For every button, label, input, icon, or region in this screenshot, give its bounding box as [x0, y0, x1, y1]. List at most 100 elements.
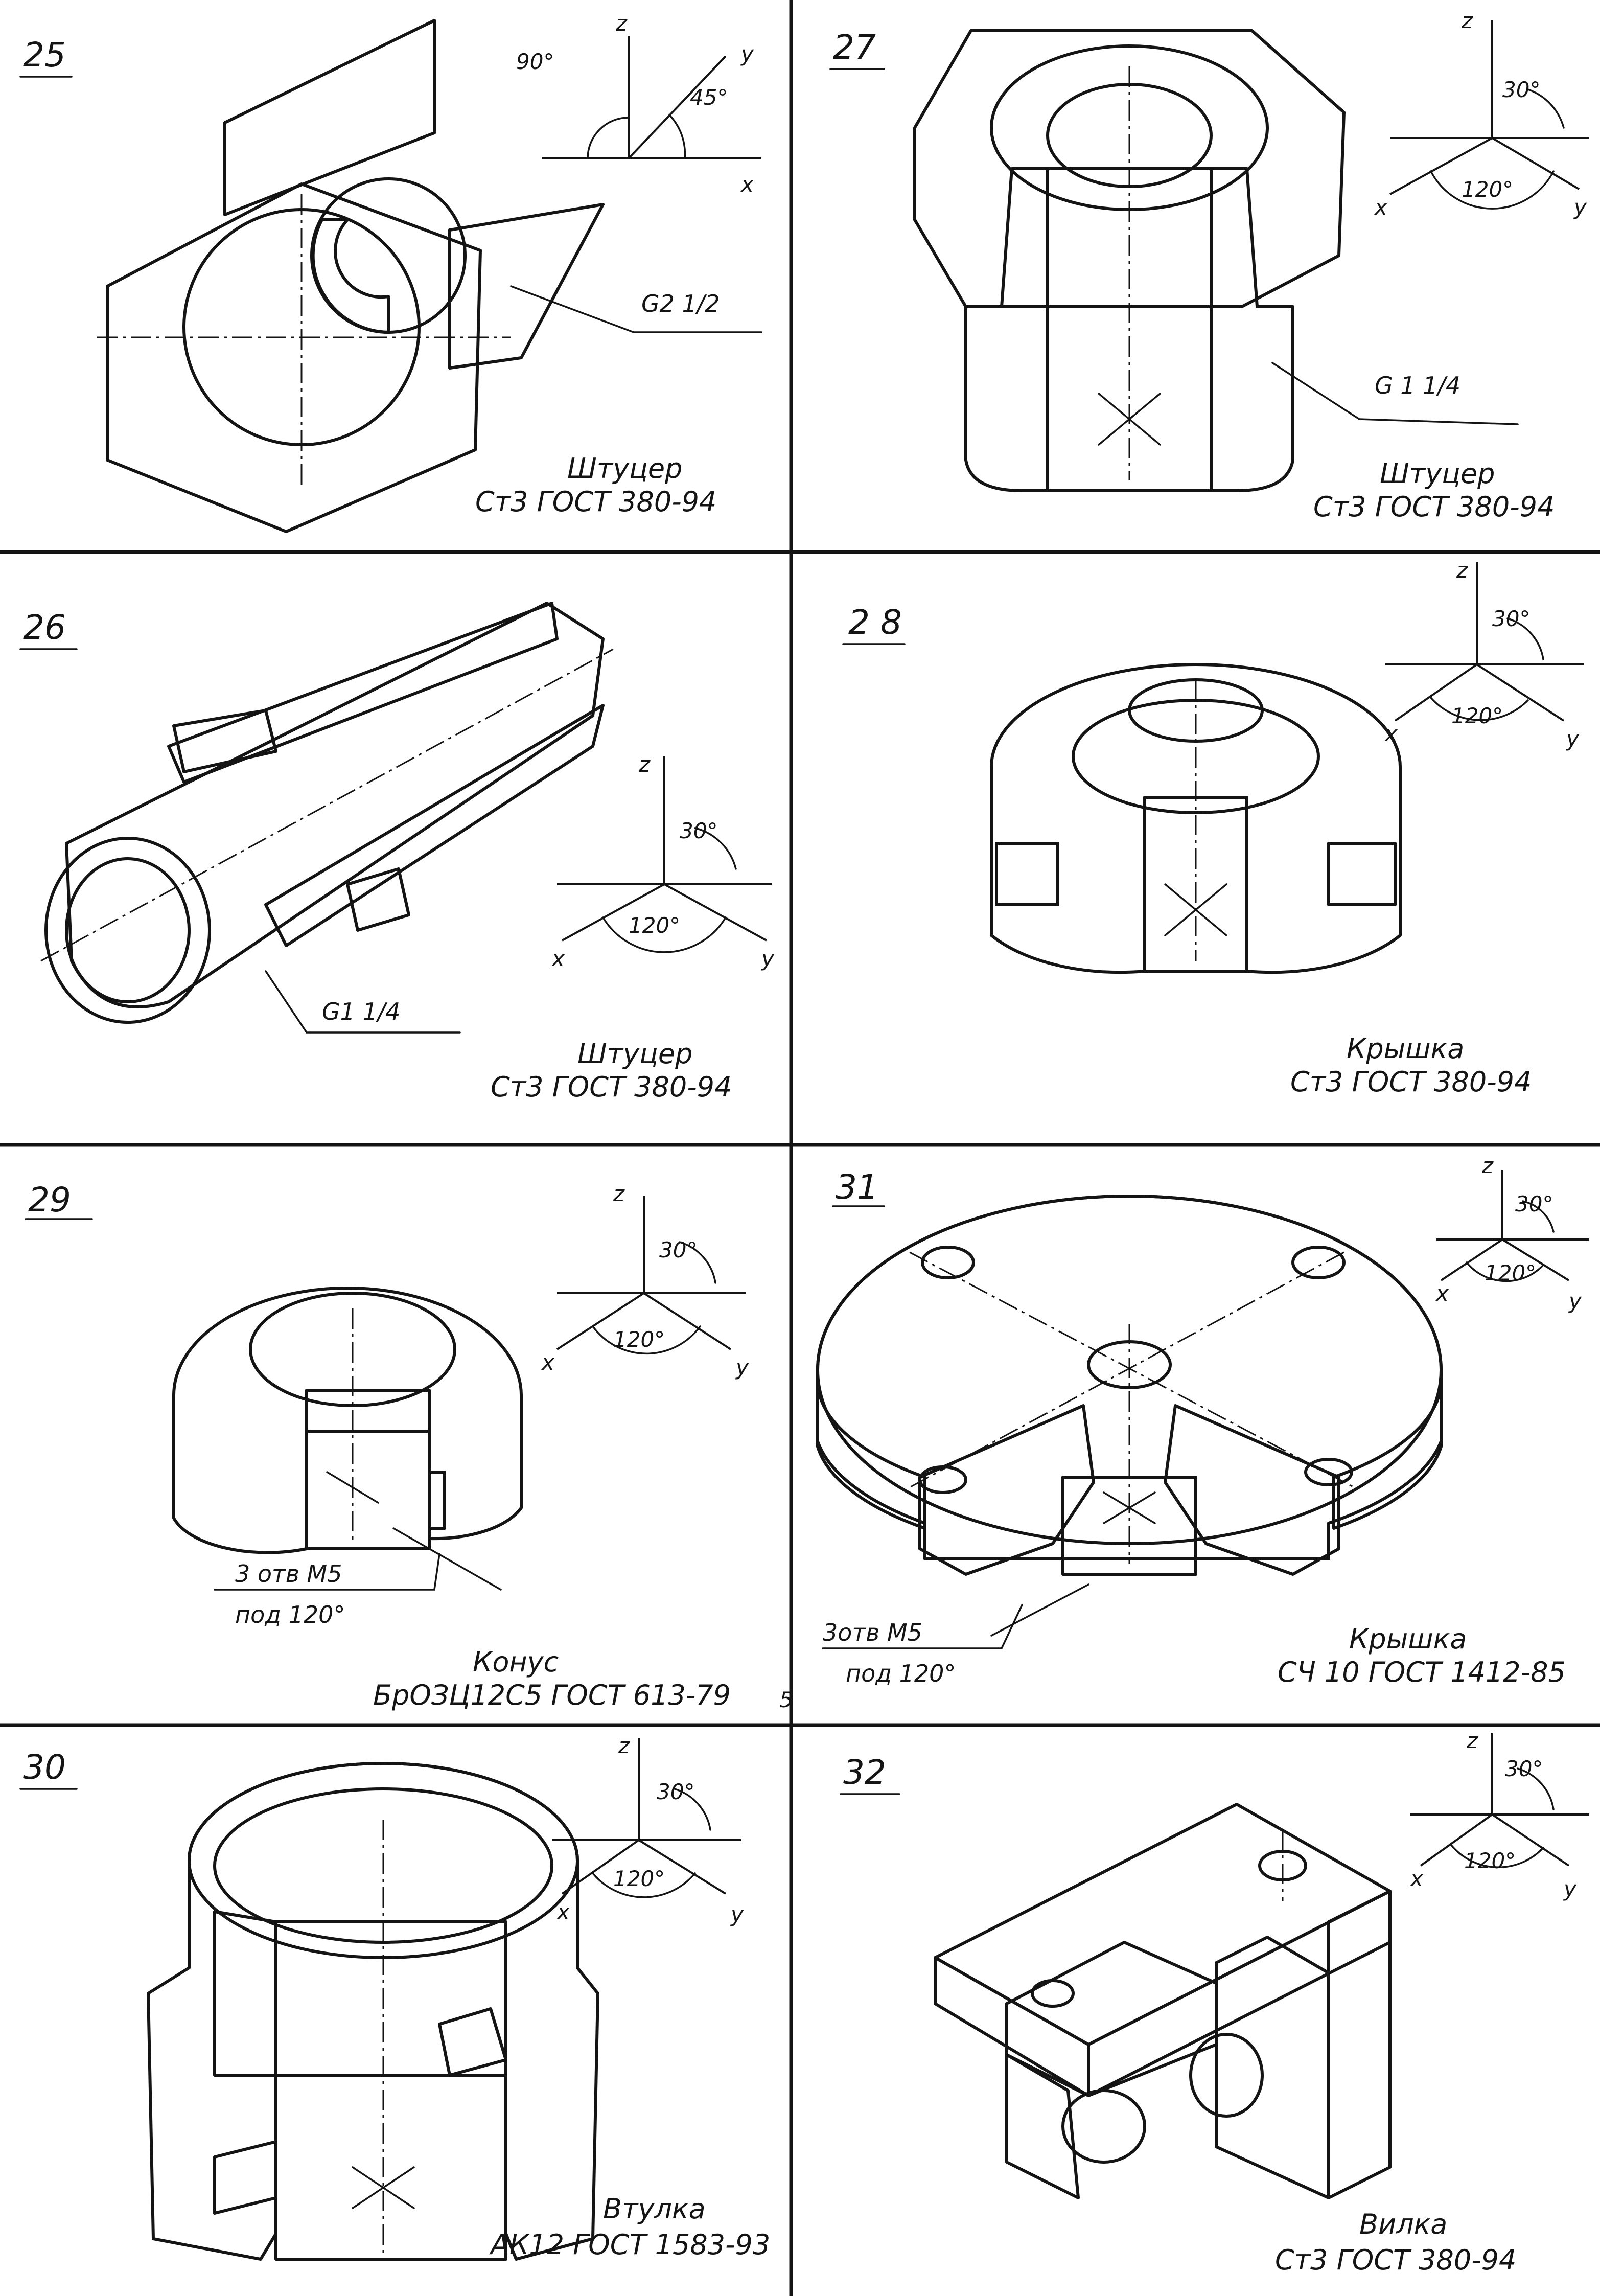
part-title: Вилка	[1359, 2208, 1447, 2240]
thread-label: G1 1/4	[322, 998, 401, 1025]
angle-120-label: 120°	[629, 913, 680, 938]
axis-system: z x y 30° 120°	[551, 752, 775, 971]
page-mark: 5	[779, 1687, 793, 1712]
panel-number: 29	[28, 1180, 71, 1220]
axis-system: z x y 30° 120°	[1384, 558, 1584, 751]
panel-number: 25	[23, 35, 66, 75]
axis-y-label: y	[1565, 726, 1580, 751]
axis-z-label: z	[1456, 558, 1468, 583]
angle-30-label: 30°	[1515, 1191, 1553, 1216]
holes-label: 3отв М5	[823, 1619, 922, 1646]
angle-30-label: 30°	[1505, 1756, 1543, 1781]
holes-leader	[822, 1604, 1023, 1649]
part-title: Крышка	[1347, 1032, 1464, 1065]
part-material: БрОЗЦ12С5 ГОСТ 613-79	[373, 1679, 731, 1711]
panel-25: 25 z y x 90° 45° G2 1/2 Штуцер Ст3 ГО	[19, 11, 762, 533]
angle-120-label: 120°	[1462, 177, 1513, 202]
panel-number: 26	[23, 608, 66, 647]
angle-120-label: 120°	[1451, 703, 1503, 728]
part-material: Ст3 ГОСТ 380-94	[491, 1071, 732, 1103]
axis-x-label: x	[740, 172, 754, 197]
angle-120-label: 120°	[613, 1866, 665, 1891]
axis-z-label: z	[615, 11, 628, 36]
angle-90-label: 90°	[516, 49, 554, 74]
angle-120-label: 120°	[1464, 1848, 1516, 1873]
angle-120-label: 120°	[1485, 1260, 1536, 1285]
panel-number: 31	[836, 1167, 878, 1207]
part-title: Штуцер	[577, 1038, 692, 1070]
angle-30-label: 30°	[1492, 606, 1530, 631]
thread-label: G 1 1/4	[1375, 372, 1460, 399]
axis-x-label: x	[1435, 1281, 1449, 1306]
part-title: Конус	[473, 1646, 559, 1678]
angle-120-label: 120°	[613, 1327, 665, 1352]
angle-30-label: 30°	[680, 818, 717, 843]
panel-30: 30 z x y 30° 120° Втулка	[19, 1733, 770, 2261]
thread-leader	[1271, 362, 1519, 425]
panel-31: 31 z x y 30° 120°	[816, 1153, 1589, 1688]
axis-system: z x y 30° 120°	[552, 1733, 744, 1927]
holes-angle-label: под 120°	[846, 1660, 956, 1687]
axis-system: z x y 30° 120°	[1374, 8, 1589, 220]
part-fitting-collar	[913, 29, 1346, 492]
axis-system: z x y 30° 120°	[541, 1181, 749, 1380]
axis-z-label: z	[613, 1181, 625, 1206]
part-title: Штуцер	[567, 452, 682, 485]
thread-label: G2 1/2	[641, 290, 720, 317]
axis-z-label: z	[1466, 1728, 1478, 1753]
axis-z-label: z	[618, 1733, 630, 1758]
axis-z-label: z	[1481, 1153, 1494, 1178]
axis-x-label: x	[1374, 195, 1388, 220]
part-material: Ст3 ГОСТ 380-94	[1313, 491, 1555, 523]
part-fork	[934, 1803, 1392, 2199]
panel-number: 27	[833, 28, 876, 67]
panel-27: 27 z x y 30° 120° G 1 1/4 Ш	[829, 8, 1589, 523]
axis-y-label: y	[1573, 195, 1587, 220]
holes-leader	[214, 1553, 440, 1591]
axis-z-label: z	[1461, 8, 1473, 33]
part-bushing	[147, 1762, 599, 2261]
part-fitting-tube	[40, 602, 614, 1024]
panel-28: 2 8 z x y 30° 120° Крышка Ст3 ГО	[842, 558, 1584, 1098]
axis-x-label: x	[1409, 1866, 1424, 1891]
part-title: Крышка	[1349, 1623, 1467, 1655]
panel-number: 30	[23, 1748, 66, 1787]
axis-z-label: z	[638, 752, 651, 777]
panel-number: 2 8	[848, 603, 902, 642]
angle-30-label: 30°	[659, 1237, 697, 1262]
panel-32: 32 z x y 30° 120°	[840, 1728, 1589, 2276]
holes-angle-label: под 120°	[235, 1601, 345, 1628]
axis-system: z x y 30° 120°	[1409, 1728, 1589, 1901]
part-title: Штуцер	[1380, 457, 1495, 490]
panel-29: 29 z x y 30° 120° 3 отв М5 под 120° Кон	[25, 1180, 793, 1712]
part-material: Ст3 ГОСТ 380-94	[475, 486, 716, 518]
axis-x-label: x	[541, 1350, 555, 1375]
axis-y-label: y	[1568, 1289, 1582, 1314]
part-material: СЧ 10 ГОСТ 1412-85	[1278, 1656, 1566, 1688]
axis-y-label: y	[740, 41, 754, 66]
angle-45-label: 45°	[690, 85, 728, 110]
angle-30-label: 30°	[657, 1779, 694, 1804]
axis-x-label: x	[551, 946, 565, 971]
part-cone	[172, 1287, 523, 1554]
axis-y-label: y	[735, 1355, 749, 1380]
thread-leader	[265, 970, 461, 1034]
part-cover-disk	[816, 1195, 1443, 1576]
part-material: Ст3 ГОСТ 380-94	[1290, 1066, 1532, 1098]
axis-system: z y x 90° 45°	[516, 11, 761, 197]
angle-30-label: 30°	[1502, 77, 1540, 102]
part-cover	[990, 663, 1402, 974]
part-material: АК12 ГОСТ 1583-93	[489, 2229, 770, 2261]
axis-system: z x y 30° 120°	[1435, 1153, 1589, 1314]
axis-y-label: y	[760, 946, 775, 971]
axis-y-label: y	[1563, 1876, 1577, 1901]
panel-26: 26 z x y 30° 120° G1 1/4 Штуцер	[19, 602, 775, 1103]
part-title: Втулка	[603, 2193, 706, 2225]
part-material: Ст3 ГОСТ 380-94	[1275, 2244, 1516, 2276]
holes-label: 3 отв М5	[235, 1560, 342, 1588]
panel-number: 32	[843, 1753, 886, 1792]
thread-leader	[510, 285, 762, 333]
axis-y-label: y	[730, 1902, 744, 1927]
